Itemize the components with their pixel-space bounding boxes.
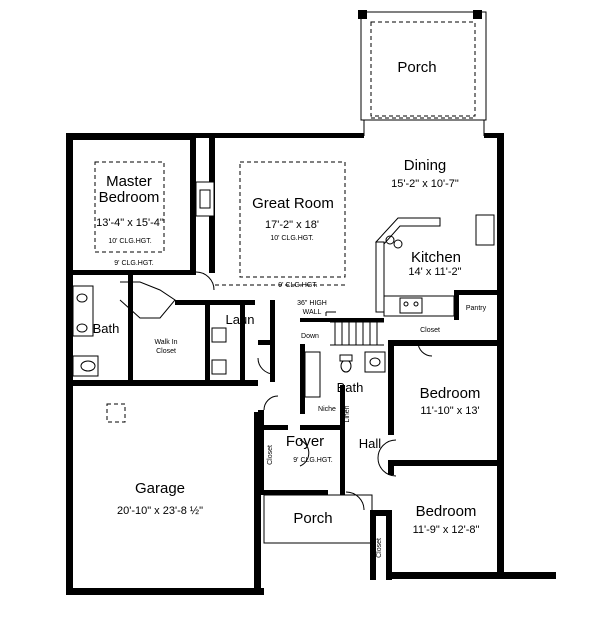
great-room-ceiling-9: 9' CLG.HGT.	[278, 282, 318, 289]
master-ceiling-9: 9' CLG.HGT.	[114, 260, 154, 267]
bedroom-3-label: Bedroom	[416, 503, 477, 520]
foyer-label: Foyer	[286, 433, 324, 450]
garage-size: 20'-10" x 23'-8 ½"	[117, 505, 203, 517]
porch-front-label: Porch	[293, 510, 332, 527]
dining-size: 15'-2" x 10'-7"	[391, 178, 459, 190]
foyer-ceiling: 9' CLG.HGT.	[293, 457, 333, 464]
stair-down-label: Down	[301, 333, 319, 340]
master-size: 13'-4" x 15'-4"	[96, 217, 164, 229]
walk-in-closet-line1: Walk In	[154, 339, 177, 346]
pantry-label: Pantry	[466, 305, 487, 312]
hall-bath-fixtures	[304, 351, 386, 398]
closet-foyer-label: Closet	[267, 445, 274, 465]
door-swings	[195, 271, 433, 511]
dining-label: Dining	[404, 157, 447, 174]
kitchen-counters	[375, 214, 495, 317]
linen-label: Linen	[344, 405, 351, 422]
master-bath-fixtures	[72, 281, 176, 377]
master-bath-label: Bath	[93, 321, 120, 336]
exterior-walls	[66, 133, 556, 595]
front-porch	[263, 494, 373, 544]
interior-walls	[66, 133, 502, 580]
kitchen-size: 14' x 11'-2"	[408, 266, 461, 278]
closet-kitchen-label: Closet	[420, 327, 440, 334]
garage-label: Garage	[135, 480, 185, 497]
garage-attic-access	[106, 403, 126, 423]
closet-bed3-label: Closet	[376, 538, 383, 558]
wall-note-line1: 36" HIGH	[297, 300, 327, 307]
laundry-label: Laun	[226, 312, 255, 327]
great-room-ceiling: 10' CLG.HGT.	[270, 235, 313, 242]
porch-top-label: Porch	[397, 59, 436, 76]
niche-label: Niche	[318, 406, 336, 413]
hall-label: Hall	[359, 436, 382, 451]
great-room-ceiling-outline	[239, 161, 346, 278]
master-ceiling-outline	[94, 161, 165, 253]
top-porch	[358, 10, 487, 136]
walk-in-closet-line2: Closet	[156, 348, 176, 355]
kitchen-label: Kitchen	[411, 249, 461, 266]
dryer	[211, 359, 227, 375]
master-label-line1: Master	[106, 173, 152, 190]
wall-note-line2: WALL	[303, 309, 322, 316]
bedroom-2-label: Bedroom	[420, 385, 481, 402]
bedroom-3-size: 11'-9" x 12'-8"	[413, 524, 480, 536]
stairs	[325, 311, 384, 346]
master-label-line2: Bedroom	[99, 189, 160, 206]
master-ceiling: 10' CLG.HGT.	[108, 238, 151, 245]
hall-bath-label: Bath	[337, 380, 364, 395]
great-room-label: Great Room	[252, 195, 334, 212]
great-room-size: 17'-2" x 18'	[265, 219, 319, 231]
bedroom-2-size: 11'-10" x 13'	[420, 405, 479, 417]
washer	[211, 327, 227, 343]
